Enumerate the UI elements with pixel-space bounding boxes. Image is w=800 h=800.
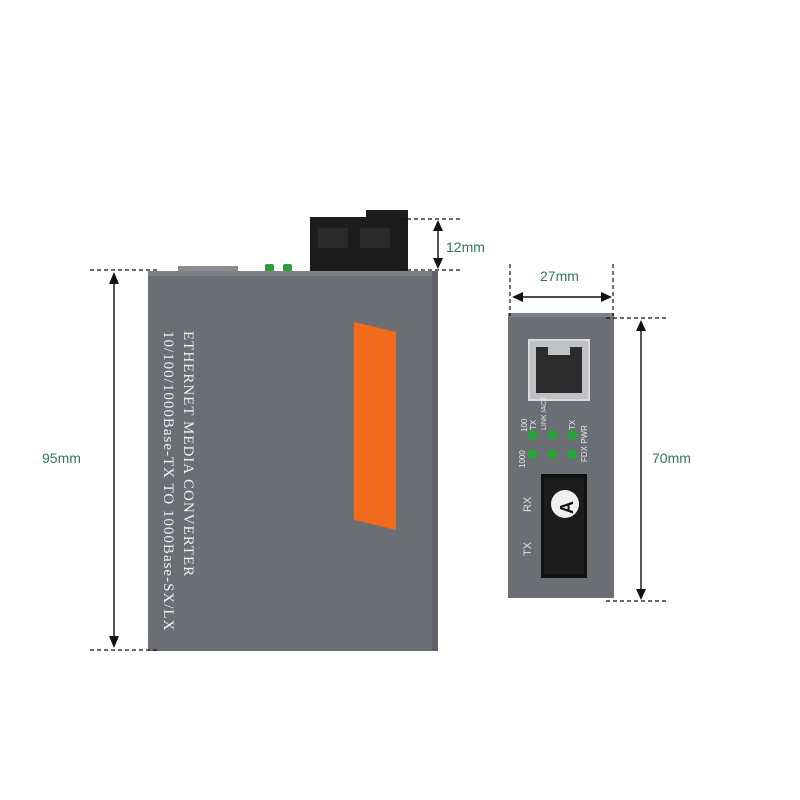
arrowhead-down-12 — [433, 258, 443, 269]
arrowhead-up-70 — [636, 320, 646, 331]
led-label-100: 100 — [520, 418, 529, 432]
top-rail — [178, 266, 238, 272]
side-body-right-edge — [432, 271, 438, 651]
fiber-port-b — [360, 228, 390, 248]
dimension-12mm: 12mm — [446, 239, 485, 255]
fiber-badge-circle — [551, 490, 579, 518]
fiber-label-tx: TX — [522, 541, 534, 556]
top-led-1 — [265, 264, 274, 272]
fiber-connector-clip — [366, 210, 408, 220]
dimension-95mm: 95mm — [42, 450, 81, 466]
fiber-label-rx: RX — [522, 496, 534, 512]
led-label-link-act: LINK /ACT — [541, 396, 548, 430]
dimension-27mm: 27mm — [540, 268, 579, 284]
arrowhead-up-12 — [433, 220, 443, 231]
led-label-tx-2: TX — [568, 419, 577, 430]
side-title-line2: 10/100/1000Base-TX TO 1000Base-SX/LX — [160, 331, 176, 632]
side-body-top-edge — [148, 271, 438, 276]
led-fdx — [547, 449, 557, 459]
led-1000 — [527, 449, 537, 459]
side-title-line1: ETHERNET MEDIA CONVERTER — [180, 331, 196, 578]
led-label-1000: 1000 — [518, 450, 527, 468]
led-label-fdx-pwr: FDX PWR — [580, 425, 589, 462]
arrowhead-up-95 — [109, 272, 119, 284]
front-body-top-edge — [508, 313, 614, 317]
led-label-tx-1: TX — [529, 419, 538, 430]
led-100 — [527, 430, 537, 440]
arrowhead-down-95 — [109, 636, 119, 648]
arrowhead-right-27 — [601, 292, 612, 302]
fiber-port-a — [318, 228, 348, 248]
side-panel-title: ETHERNET MEDIA CONVERTER 10/100/1000Base… — [158, 331, 198, 632]
led-link-act — [547, 430, 557, 440]
dimension-70mm: 70mm — [652, 450, 691, 466]
orange-stripe — [354, 322, 396, 530]
led-tx — [567, 430, 577, 440]
arrowhead-down-70 — [636, 589, 646, 600]
fiber-badge-letter: A — [557, 501, 577, 514]
top-led-2 — [283, 264, 292, 272]
rj45-latch — [548, 347, 570, 355]
arrowhead-left-27 — [512, 292, 523, 302]
led-pwr — [567, 449, 577, 459]
